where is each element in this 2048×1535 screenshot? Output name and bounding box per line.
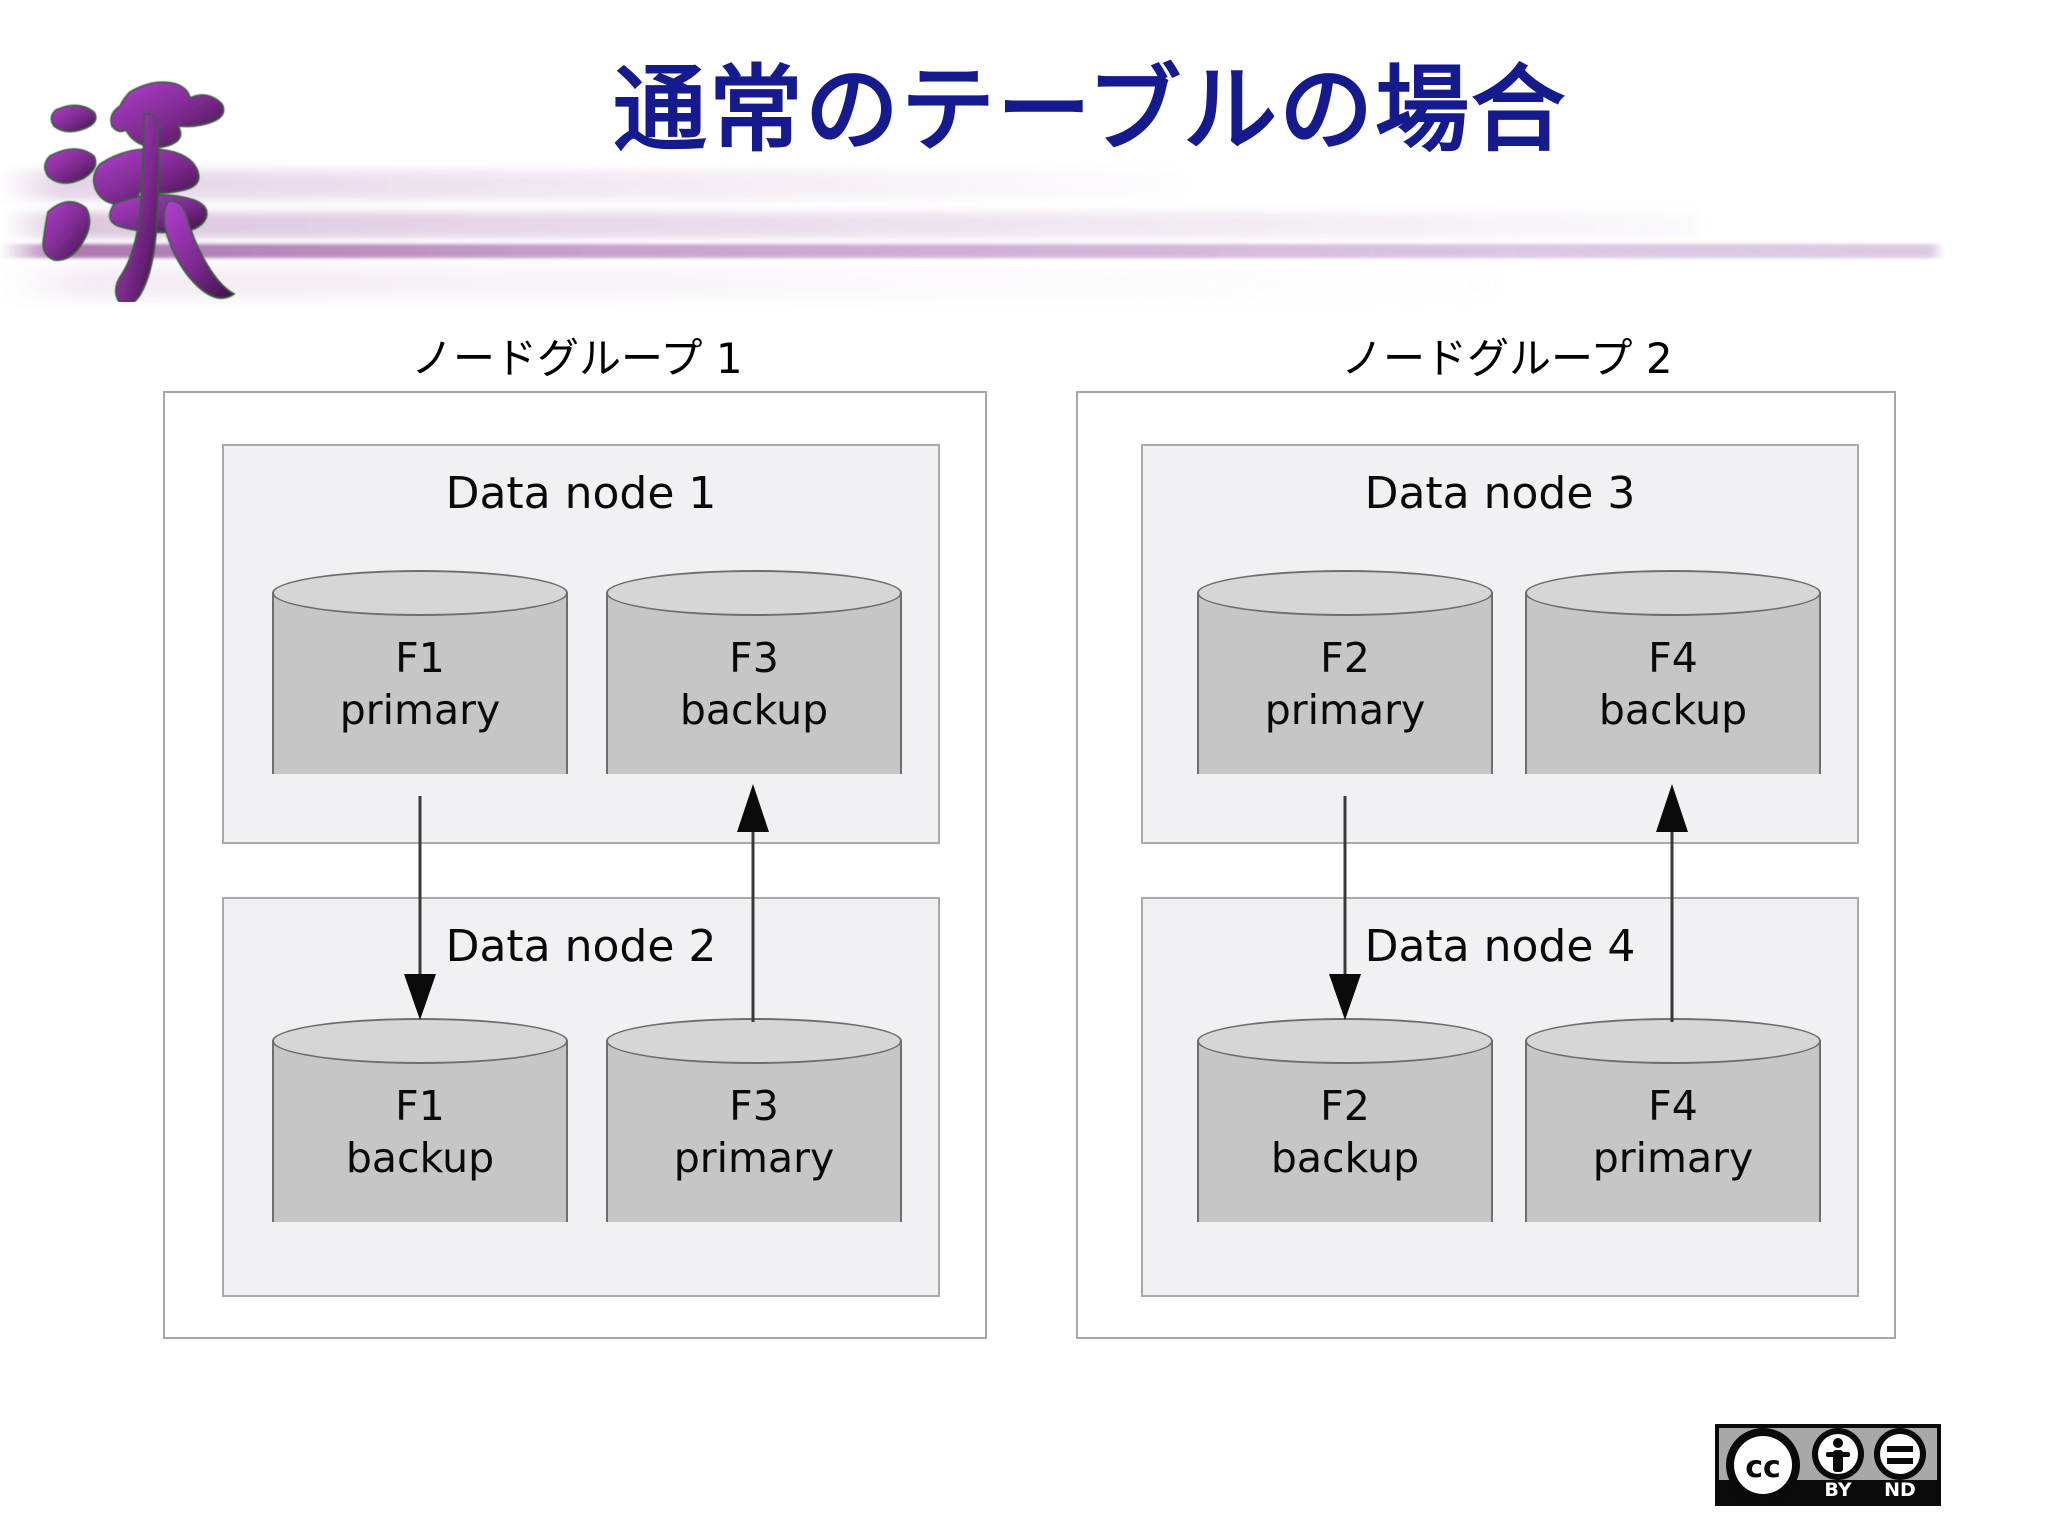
cylinder-top-ellipse xyxy=(1197,1018,1493,1064)
db-cylinder-f4-primary: F4 primary xyxy=(1525,1018,1821,1244)
kanji-logo-icon xyxy=(26,52,266,302)
cylinder-role: primary xyxy=(339,686,501,735)
cylinder-role: backup xyxy=(345,1134,495,1183)
cylinder-label: F3 primary xyxy=(606,1080,902,1185)
cylinder-top-ellipse xyxy=(272,1018,568,1064)
cc-nd-label: ND xyxy=(1884,1479,1916,1501)
db-cylinder-f3-backup: F3 backup xyxy=(606,570,902,796)
cylinder-label: F3 backup xyxy=(606,632,902,737)
cylinder-label: F2 backup xyxy=(1197,1080,1493,1185)
cylinder-fragment: F4 xyxy=(1648,634,1698,682)
cylinder-body xyxy=(1525,1040,1821,1222)
cc-license-badge[interactable]: cc BY ND xyxy=(1715,1424,1941,1506)
node-group-1-label: ノードグループ 1 xyxy=(411,334,743,383)
cylinder-role: backup xyxy=(1270,1134,1420,1183)
db-cylinder-f4-backup: F4 backup xyxy=(1525,570,1821,796)
cylinder-role: primary xyxy=(673,1134,835,1183)
cylinder-fragment: F2 xyxy=(1320,1082,1370,1130)
cc-glyph: cc xyxy=(1745,1450,1781,1485)
cylinder-body xyxy=(1525,592,1821,774)
cylinder-label: F4 backup xyxy=(1525,632,1821,737)
cylinder-role: backup xyxy=(679,686,829,735)
cylinder-body xyxy=(272,1040,568,1222)
cylinder-role: primary xyxy=(1592,1134,1754,1183)
cylinder-top-ellipse xyxy=(1525,1018,1821,1064)
data-node-1-title: Data node 1 xyxy=(445,468,717,519)
cylinder-fragment: F3 xyxy=(729,634,779,682)
cylinder-role: backup xyxy=(1598,686,1748,735)
cylinder-fragment: F4 xyxy=(1648,1082,1698,1130)
node-group-2-label: ノードグループ 2 xyxy=(1341,334,1673,383)
cc-by-label: BY xyxy=(1824,1479,1851,1501)
db-cylinder-f1-primary: F1 primary xyxy=(272,570,568,796)
cylinder-top-ellipse xyxy=(1525,570,1821,616)
db-cylinder-f2-primary: F2 primary xyxy=(1197,570,1493,796)
cylinder-label: F1 primary xyxy=(272,632,568,737)
cylinder-top-ellipse xyxy=(272,570,568,616)
cylinder-body xyxy=(1197,592,1493,774)
cylinder-role: primary xyxy=(1264,686,1426,735)
cylinder-top-ellipse xyxy=(1197,570,1493,616)
db-cylinder-f3-primary: F3 primary xyxy=(606,1018,902,1244)
page-title: 通常のテーブルの場合 xyxy=(612,56,1568,165)
cylinder-body xyxy=(606,592,902,774)
cylinder-body xyxy=(1197,1040,1493,1222)
data-node-3-title: Data node 3 xyxy=(1364,468,1636,519)
cylinder-fragment: F2 xyxy=(1320,634,1370,682)
streak-band-3 xyxy=(0,244,1945,258)
db-cylinder-f2-backup: F2 backup xyxy=(1197,1018,1493,1244)
data-node-2-title: Data node 2 xyxy=(445,921,717,972)
cylinder-top-ellipse xyxy=(606,570,902,616)
cylinder-fragment: F3 xyxy=(729,1082,779,1130)
cylinder-top-ellipse xyxy=(606,1018,902,1064)
cylinder-label: F4 primary xyxy=(1525,1080,1821,1185)
cylinder-body xyxy=(606,1040,902,1222)
db-cylinder-f1-backup: F1 backup xyxy=(272,1018,568,1244)
data-node-4-title: Data node 4 xyxy=(1364,921,1636,972)
cylinder-label: F1 backup xyxy=(272,1080,568,1185)
cylinder-label: F2 primary xyxy=(1197,632,1493,737)
cylinder-body xyxy=(272,592,568,774)
cylinder-fragment: F1 xyxy=(395,1082,445,1130)
cylinder-fragment: F1 xyxy=(395,634,445,682)
